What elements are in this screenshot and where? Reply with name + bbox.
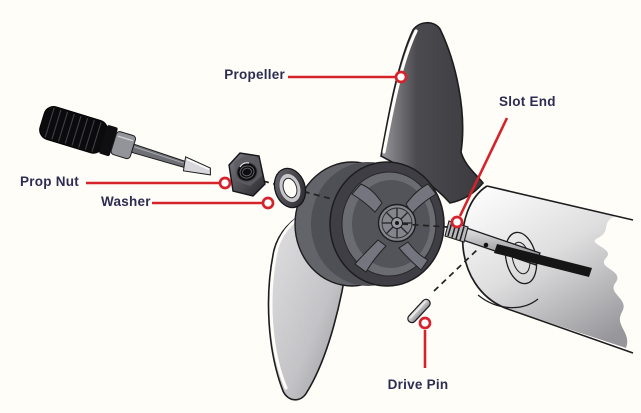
screwdriver-flat-tip: [182, 156, 211, 176]
slot-end-label: Slot End: [499, 94, 556, 109]
callouts: [86, 70, 509, 368]
slot-end-callout-dot: [450, 215, 464, 229]
shaft-slot: [494, 244, 592, 277]
drive-pin-callout-dot: [418, 316, 432, 330]
slot-end-callout-line: [458, 117, 509, 217]
washer-label: Washer: [101, 194, 151, 209]
washer-callout-dot: [261, 196, 275, 210]
drive-pin: [407, 298, 431, 324]
axis-dashed-line-center: [401, 223, 449, 228]
propeller-hub: [294, 161, 445, 287]
upper-blade-leading-edge: [382, 29, 418, 154]
hub-spoked-wheel: [377, 203, 417, 243]
propeller-label: Propeller: [224, 67, 285, 82]
motor-bottom-edge: [504, 307, 634, 354]
prop-nut-callout-dot: [218, 176, 232, 190]
motor-face-arc: [477, 294, 539, 309]
drive-pin-hole: [483, 242, 489, 248]
prop-nut: [228, 152, 266, 197]
motor-body: [462, 186, 628, 348]
propeller-callout-dot: [394, 70, 408, 84]
screwdriver-shaft: [130, 143, 187, 169]
lower-blade-leading-edge: [269, 210, 309, 390]
washer: [273, 167, 307, 209]
propeller-upper-blade: [380, 21, 485, 204]
motor-face-outline: [461, 185, 506, 309]
prop-nut-label: Prop Nut: [20, 174, 79, 189]
motor-top-edge: [486, 185, 634, 221]
screwdriver: [39, 106, 211, 176]
hub-vanes: [351, 183, 437, 273]
motor-housing: [461, 185, 634, 354]
drive-pin-label: Drive Pin: [387, 377, 449, 392]
